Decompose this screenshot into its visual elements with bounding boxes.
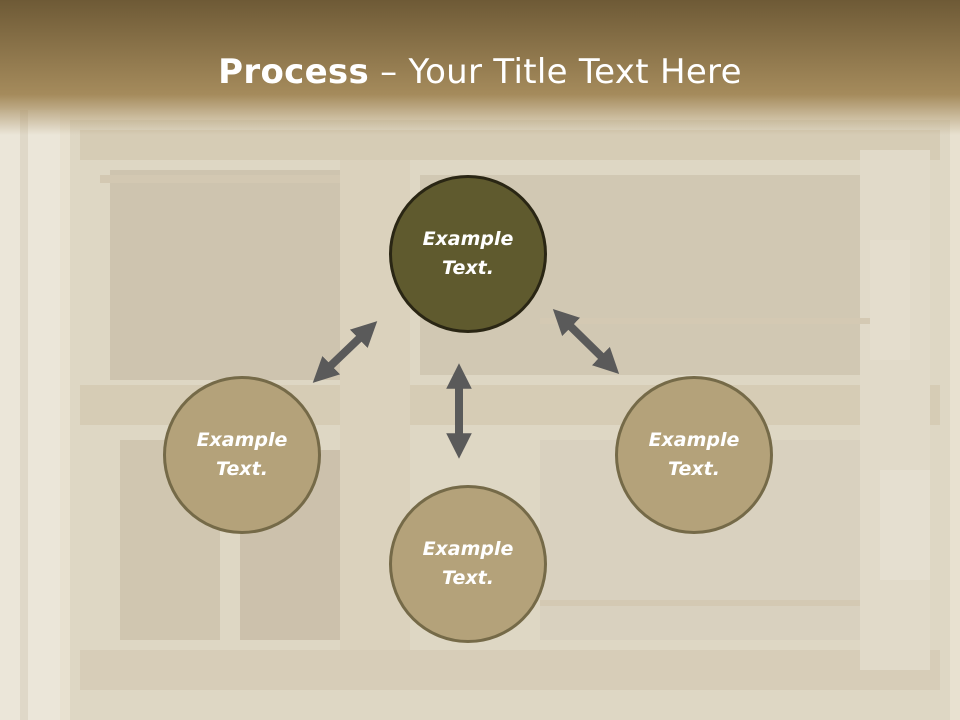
right-node-line1: Example — [648, 429, 740, 451]
center-node-line2: Text. — [442, 257, 494, 279]
center-node-line1: Example — [422, 228, 514, 250]
bottom-node-line1: Example — [422, 538, 514, 560]
left-node-line1: Example — [196, 429, 288, 451]
arrow-center-right — [552, 309, 620, 374]
right-node-line2: Text. — [668, 458, 720, 480]
title-rest-text: – Your Title Text Here — [369, 52, 742, 92]
title-bold-text: Process — [218, 52, 370, 92]
left-node-line2: Text. — [216, 458, 268, 480]
slide-title: Process – Your Title Text Here — [0, 52, 960, 92]
arrow-center-left — [312, 321, 378, 383]
bottom-node-line2: Text. — [442, 567, 494, 589]
title-bar — [0, 0, 960, 135]
